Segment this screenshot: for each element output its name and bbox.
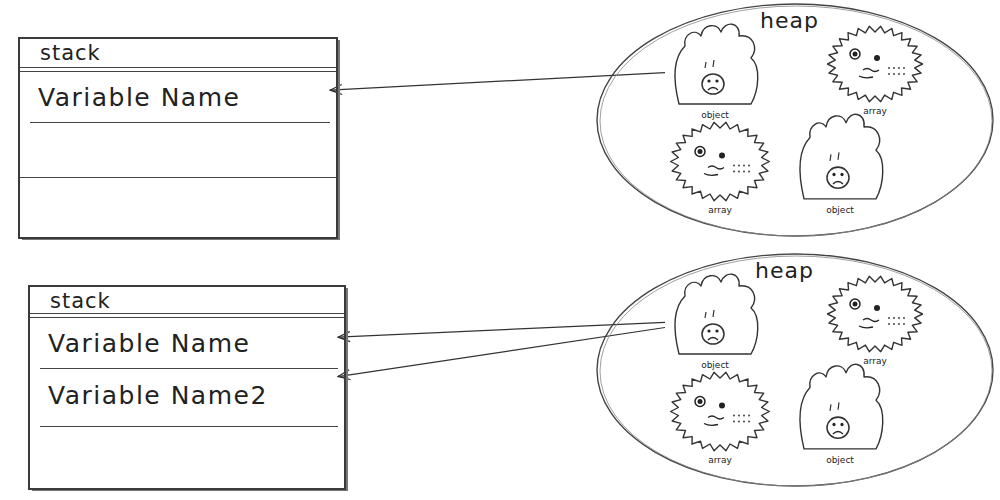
stack-row-line bbox=[20, 67, 336, 68]
blob-label: array bbox=[863, 356, 887, 366]
array-node: array bbox=[650, 120, 790, 215]
object-node: object bbox=[790, 360, 890, 465]
object-node: object bbox=[665, 270, 765, 370]
array-outline bbox=[650, 370, 790, 465]
array-node: array bbox=[650, 370, 790, 465]
reference-arrow bbox=[338, 328, 665, 377]
heap-node: heap object array array object bbox=[595, 2, 995, 238]
row-node: Variable Name2 bbox=[40, 371, 338, 427]
stack-node: stackVariable Name bbox=[18, 37, 338, 239]
blob-label: object bbox=[701, 360, 729, 370]
blob-label: object bbox=[701, 110, 729, 120]
heap-outline bbox=[595, 252, 995, 488]
stack-row-line bbox=[20, 71, 336, 72]
stack-title: stack bbox=[50, 289, 111, 313]
heap-node: heap object array array object bbox=[595, 252, 995, 488]
blob-label: array bbox=[708, 205, 732, 215]
object-outline bbox=[790, 110, 890, 215]
variable-name: Variable Name bbox=[38, 83, 240, 112]
object-outline bbox=[665, 20, 765, 120]
row-node: Variable Name bbox=[40, 319, 338, 369]
array-node: array bbox=[805, 24, 945, 116]
blob-label: object bbox=[826, 205, 854, 215]
variable-name: Variable Name2 bbox=[48, 381, 268, 410]
object-node: object bbox=[665, 20, 765, 120]
blob-label: object bbox=[826, 455, 854, 465]
stack-row-line bbox=[30, 317, 344, 318]
object-outline bbox=[665, 270, 765, 370]
object-node: object bbox=[790, 110, 890, 215]
blob-label: array bbox=[863, 106, 887, 116]
reference-arrow bbox=[330, 73, 665, 91]
array-outline bbox=[805, 24, 945, 116]
variable-name: Variable Name bbox=[48, 329, 250, 358]
blob-label: array bbox=[708, 455, 732, 465]
heap-title: heap bbox=[760, 8, 819, 33]
array-outline bbox=[650, 120, 790, 215]
array-outline bbox=[805, 274, 945, 366]
stack-row-line bbox=[30, 313, 344, 314]
row-node: Variable Name bbox=[30, 73, 330, 123]
heap-title: heap bbox=[755, 258, 814, 283]
stack-title: stack bbox=[40, 41, 101, 65]
object-outline bbox=[790, 360, 890, 465]
heap-outline bbox=[595, 2, 995, 238]
array-node: array bbox=[805, 274, 945, 366]
stack-node: stackVariable NameVariable Name2 bbox=[28, 285, 346, 490]
stack-row-line bbox=[20, 177, 336, 178]
